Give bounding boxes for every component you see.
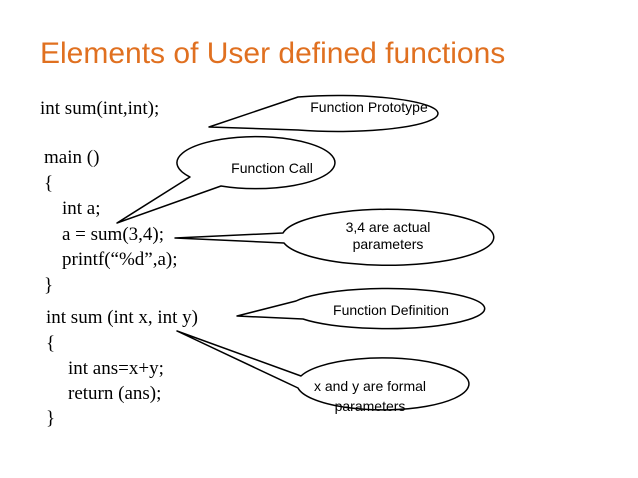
main-line-header: main () [44, 147, 100, 168]
formal-parameters-callout-bubble [176, 330, 470, 411]
definition-line-body: int ans=x+y; [68, 358, 164, 379]
function-call-callout-text: Function Call [231, 160, 313, 176]
prototype-line: int sum(int,int); [40, 98, 160, 119]
main-line-close-brace: } [44, 275, 54, 296]
function-prototype-callout-bubble [208, 94, 439, 133]
main-line-printf: printf(“%d”,a); [62, 249, 178, 270]
main-line-declaration: int a; [62, 198, 101, 219]
formal-parameters-callout-line-2: parameters [335, 398, 406, 414]
actual-parameters-callout-line-1: 3,4 are actual [346, 219, 431, 235]
function-call-callout-bubble [116, 135, 336, 224]
function-definition-callout-bubble [236, 287, 486, 330]
function-call-callout: Function Call [116, 135, 336, 224]
main-line-function-call: a = sum(3,4); [62, 224, 165, 245]
definition-line-close-brace: } [46, 408, 56, 429]
function-definition-callout-text: Function Definition [333, 302, 449, 318]
slide-title: Elements of User defined functions [40, 37, 506, 70]
actual-parameters-callout-bubble [174, 208, 495, 267]
actual-parameters-callout-line-2: parameters [353, 236, 424, 252]
formal-parameters-callout: x and y are formal parameters [176, 330, 470, 414]
function-definition-callout: Function Definition [236, 287, 486, 330]
function-prototype-callout-text: Function Prototype [310, 99, 428, 115]
definition-line-open-brace: { [46, 333, 56, 354]
actual-parameters-callout: 3,4 are actual parameters [174, 208, 495, 267]
function-prototype-callout: Function Prototype [208, 94, 439, 133]
formal-parameters-callout-line-1: x and y are formal [314, 378, 426, 394]
definition-line-header: int sum (int x, int y) [46, 307, 198, 328]
definition-line-return: return (ans); [68, 383, 162, 404]
main-line-open-brace: { [44, 173, 54, 194]
